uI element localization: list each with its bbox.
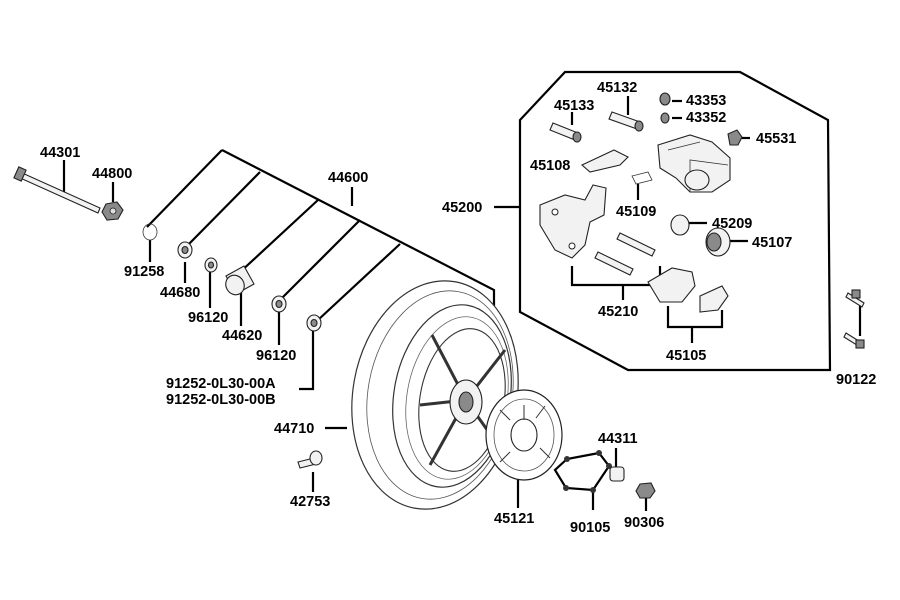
label-45531: 45531 xyxy=(756,131,796,147)
seal-45209 xyxy=(670,214,690,236)
label-45108: 45108 xyxy=(530,158,570,174)
leader-90105-frame xyxy=(553,451,611,492)
label-45109: 45109 xyxy=(616,204,656,220)
caliper-body xyxy=(657,134,731,193)
label-42753: 42753 xyxy=(290,494,330,510)
label-45132: 45132 xyxy=(597,80,637,96)
clip-45109 xyxy=(631,171,653,185)
label-91258: 91258 xyxy=(124,264,164,280)
label-44680: 44680 xyxy=(160,285,200,301)
pin-45133 xyxy=(549,122,582,143)
washer-96120a xyxy=(204,257,218,273)
spring-45108 xyxy=(581,149,629,173)
label-90306: 90306 xyxy=(624,515,664,531)
label-43352: 43352 xyxy=(686,110,726,126)
leader-44600-44680 xyxy=(184,171,261,249)
label-45210: 45210 xyxy=(598,304,638,320)
label-45105: 45105 xyxy=(666,348,706,364)
collar-44311 xyxy=(609,466,625,482)
label-45209: 45209 xyxy=(712,216,752,232)
label-96120-a: 96120 xyxy=(188,310,228,326)
piston-45107 xyxy=(705,227,731,257)
oring-91258 xyxy=(142,223,158,241)
bolts-90105 xyxy=(563,450,612,493)
label-91252-a: 91252-0L30-00A xyxy=(166,376,276,392)
bearing-91252 xyxy=(306,314,322,332)
label-44620: 44620 xyxy=(222,328,262,344)
label-91252-b: 91252-0L30-00B xyxy=(166,392,276,408)
leader-45210-bracket xyxy=(570,266,662,287)
label-43353: 43353 xyxy=(686,93,726,109)
leader-44600-44620 xyxy=(237,199,319,275)
leader-45105-bracket xyxy=(666,306,724,329)
part-labels: 44301 44800 44600 91258 44680 96120 4462… xyxy=(40,80,876,536)
axle-44301 xyxy=(13,166,101,214)
label-44301: 44301 xyxy=(40,145,80,161)
bolts-90122 xyxy=(843,289,865,349)
pin-45132 xyxy=(608,111,644,132)
bolt-45531 xyxy=(727,129,743,146)
label-44710: 44710 xyxy=(274,421,314,437)
pads-45105 xyxy=(647,267,729,313)
caliper-group-outline xyxy=(518,70,832,372)
bleeder-43352 xyxy=(660,112,670,124)
label-90122: 90122 xyxy=(836,372,876,388)
label-44311: 44311 xyxy=(598,431,638,447)
bracket-45210 xyxy=(539,184,656,276)
label-90105: 90105 xyxy=(570,520,610,536)
label-44600: 44600 xyxy=(328,170,368,186)
label-45107: 45107 xyxy=(752,235,792,251)
label-45133: 45133 xyxy=(554,98,594,114)
leader-44600-96120 xyxy=(279,219,361,301)
label-45121: 45121 xyxy=(494,511,534,527)
collar-44680 xyxy=(177,241,193,259)
label-44800: 44800 xyxy=(92,166,132,182)
washer-96120b xyxy=(271,295,287,313)
nut-44800 xyxy=(101,201,124,221)
leader-91252 xyxy=(299,330,315,391)
valve-42753 xyxy=(297,450,323,469)
label-96120-b: 96120 xyxy=(256,348,296,364)
leader-44600-91258 xyxy=(146,149,223,228)
label-45200: 45200 xyxy=(442,200,482,216)
brake-disc-45121 xyxy=(485,389,563,481)
cap-43353 xyxy=(659,92,671,106)
leader-44600-91252 xyxy=(317,243,401,321)
nut-90306 xyxy=(635,482,656,499)
spacer-44620 xyxy=(225,265,255,296)
